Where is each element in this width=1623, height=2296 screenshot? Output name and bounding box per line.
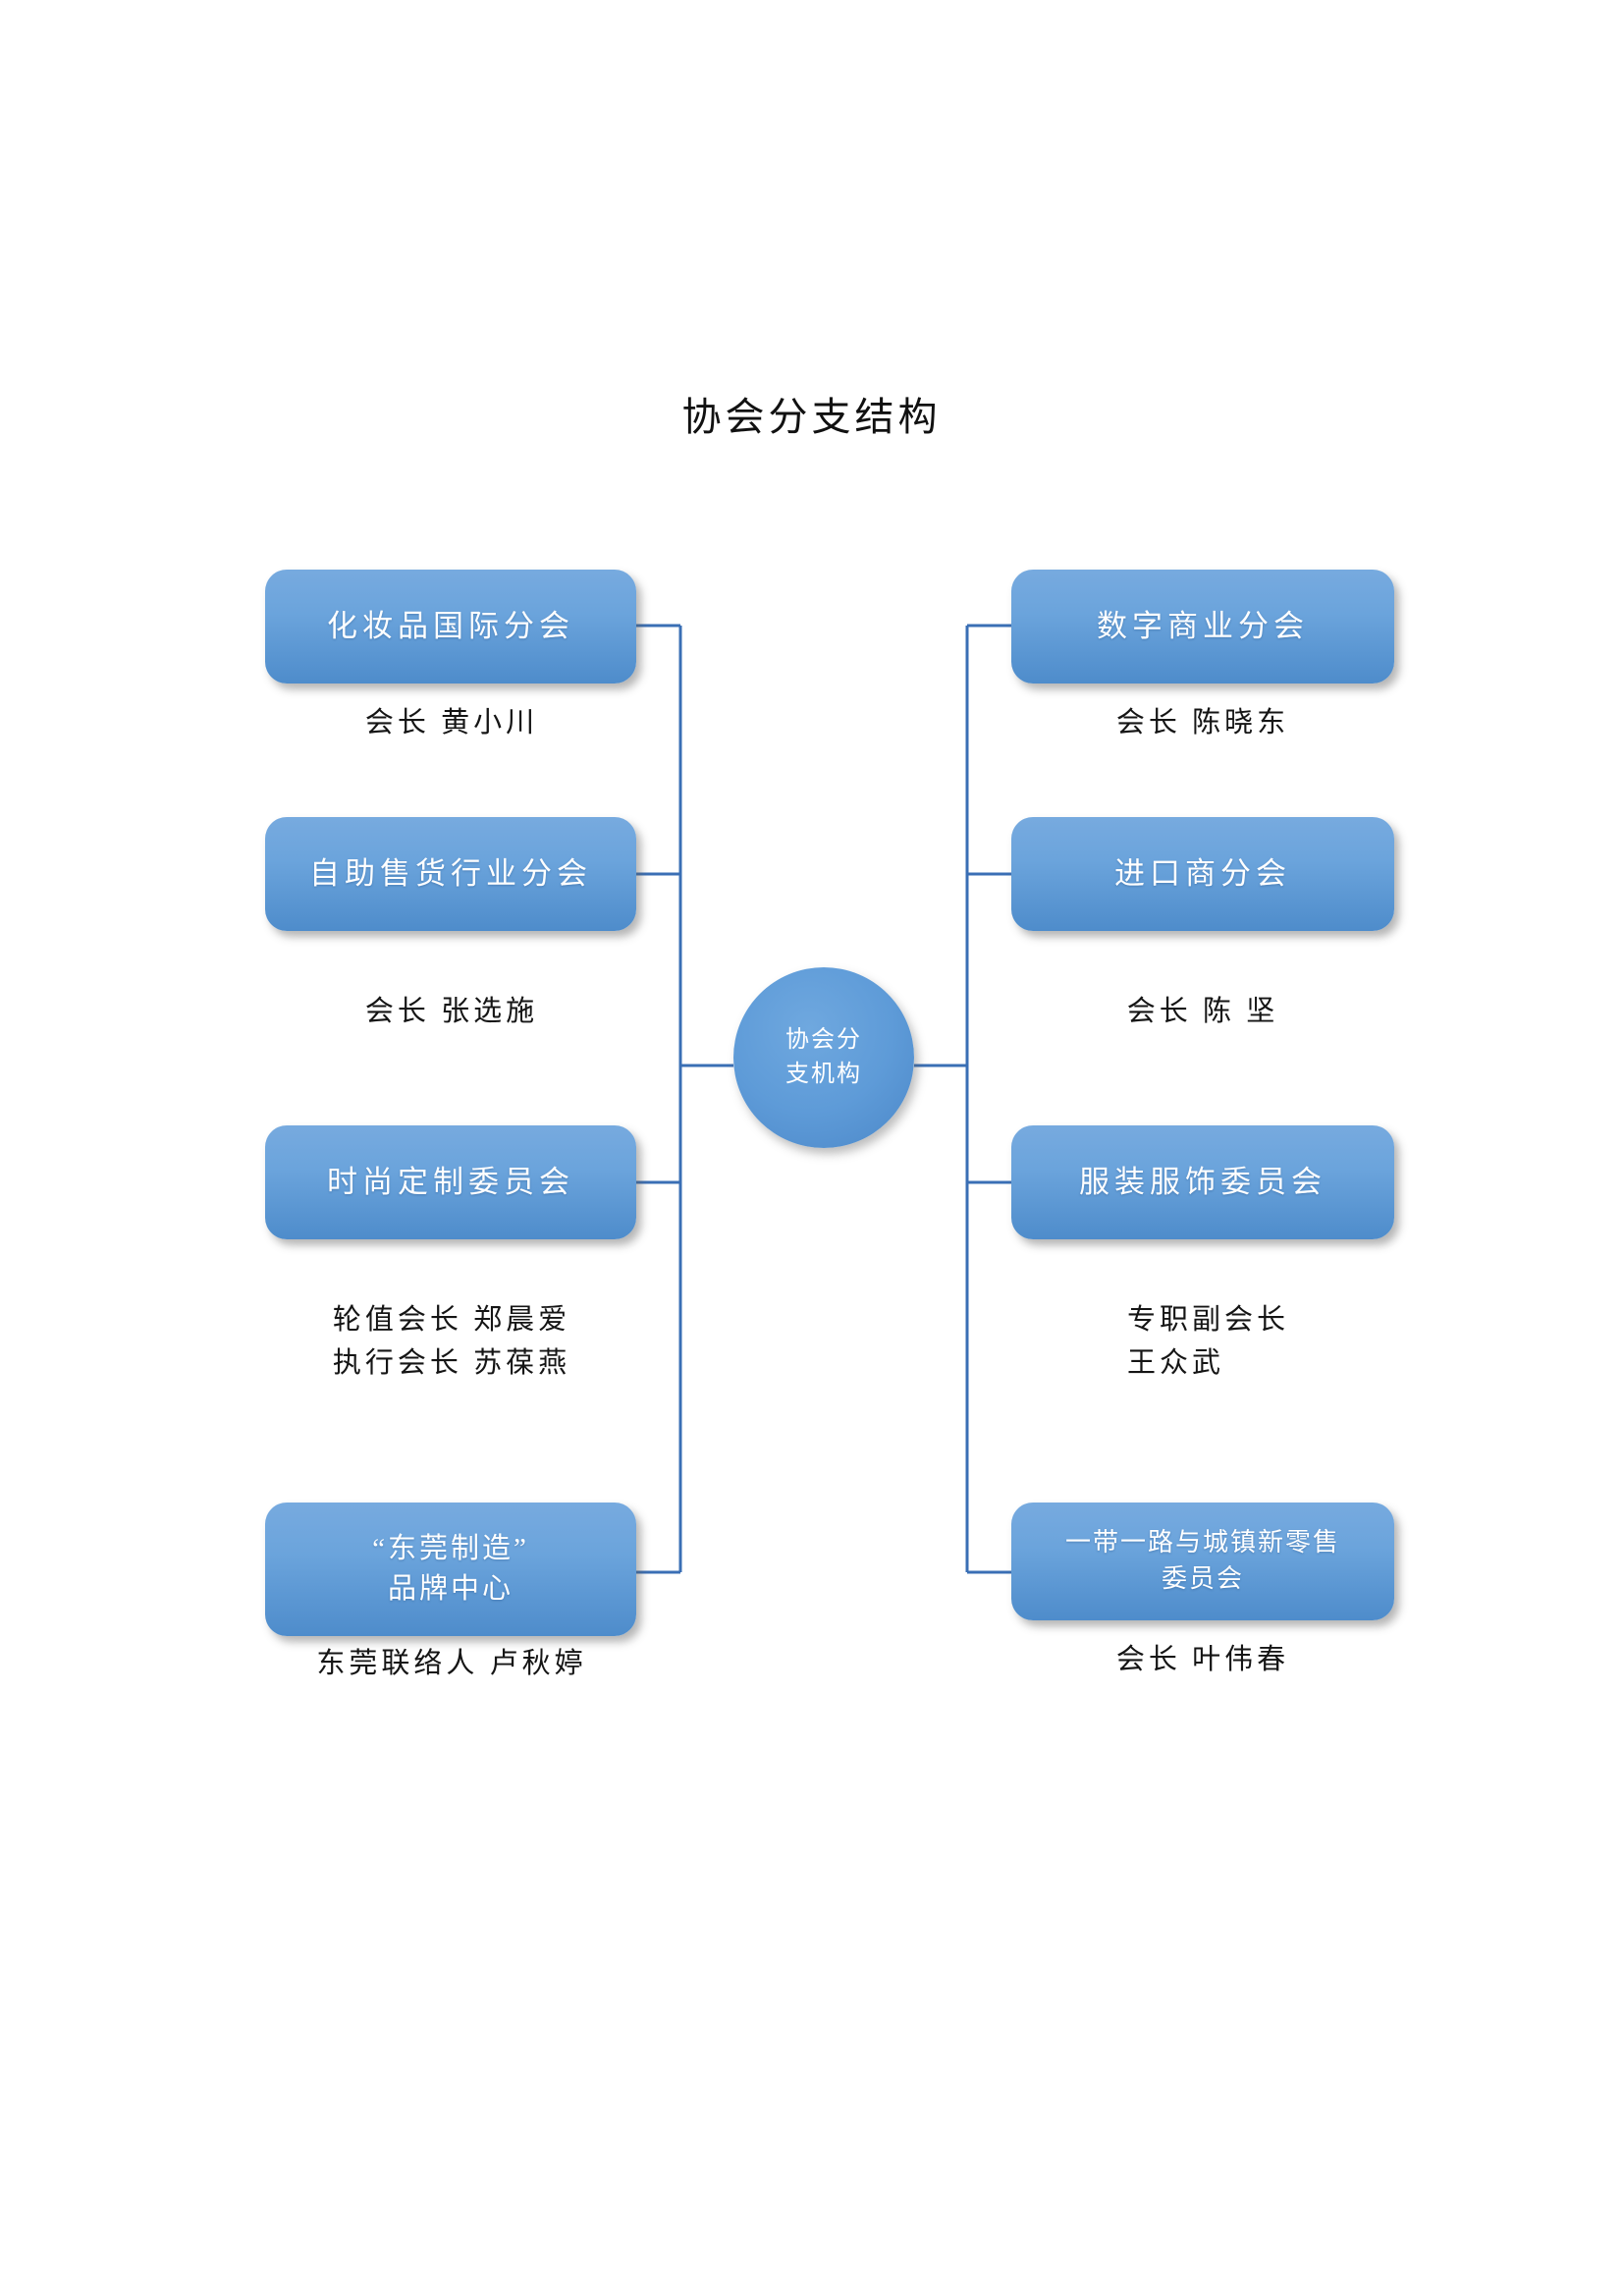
node-digital-commerce[interactable]: 数字商业分会 xyxy=(1011,570,1394,683)
page-title: 协会分支结构 xyxy=(681,395,942,439)
caption-dongguan-manufacturing-brand-center: 东莞联络人 卢秋婷 xyxy=(316,1648,587,1679)
hub-association-branches[interactable]: 协会分 支机构 xyxy=(733,967,914,1148)
node-dongguan-manufacturing-brand-center[interactable]: “东莞制造” 品牌中心 xyxy=(265,1503,636,1636)
node-fashion-customization[interactable]: 时尚定制委员会 xyxy=(265,1125,636,1239)
caption-belt-road-urban-new-retail: 会长 叶伟春 xyxy=(1115,1644,1290,1675)
node-belt-road-urban-new-retail[interactable]: 一带一路与城镇新零售 委员会 xyxy=(1011,1503,1394,1620)
node-self-service-vending[interactable]: 自助售货行业分会 xyxy=(265,817,636,931)
caption-importers: 会长 陈 坚 xyxy=(1126,996,1279,1027)
caption-self-service-vending: 会长 张选施 xyxy=(364,996,539,1027)
caption-apparel-and-accessories: 专职副会长 王众武 xyxy=(1127,1304,1290,1380)
node-apparel-and-accessories[interactable]: 服装服饰委员会 xyxy=(1011,1125,1394,1239)
caption-digital-commerce: 会长 陈晓东 xyxy=(1115,707,1290,738)
caption-cosmetics-international: 会长 黄小川 xyxy=(364,707,539,738)
node-importers[interactable]: 进口商分会 xyxy=(1011,817,1394,931)
caption-fashion-customization: 轮值会长 郑晨爱 执行会长 苏葆燕 xyxy=(332,1304,571,1380)
node-cosmetics-international[interactable]: 化妆品国际分会 xyxy=(265,570,636,683)
